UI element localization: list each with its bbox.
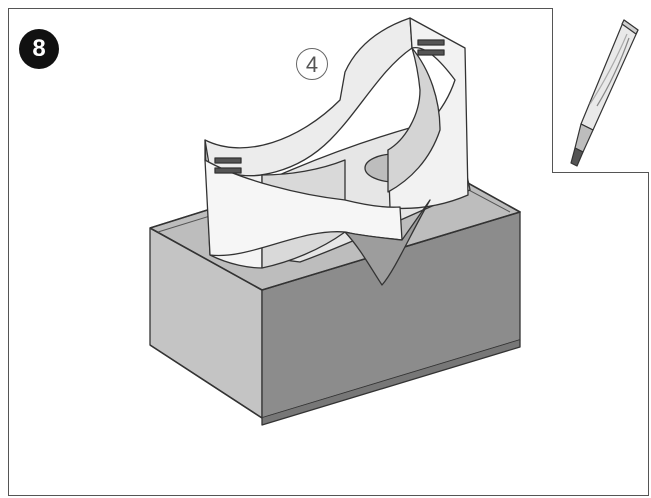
glue-inset bbox=[552, 8, 649, 173]
step-number-badge: 8 bbox=[19, 29, 59, 69]
glue-tube-icon bbox=[570, 19, 639, 167]
part-number-label: 4 bbox=[296, 48, 328, 80]
box-notch bbox=[344, 199, 431, 286]
